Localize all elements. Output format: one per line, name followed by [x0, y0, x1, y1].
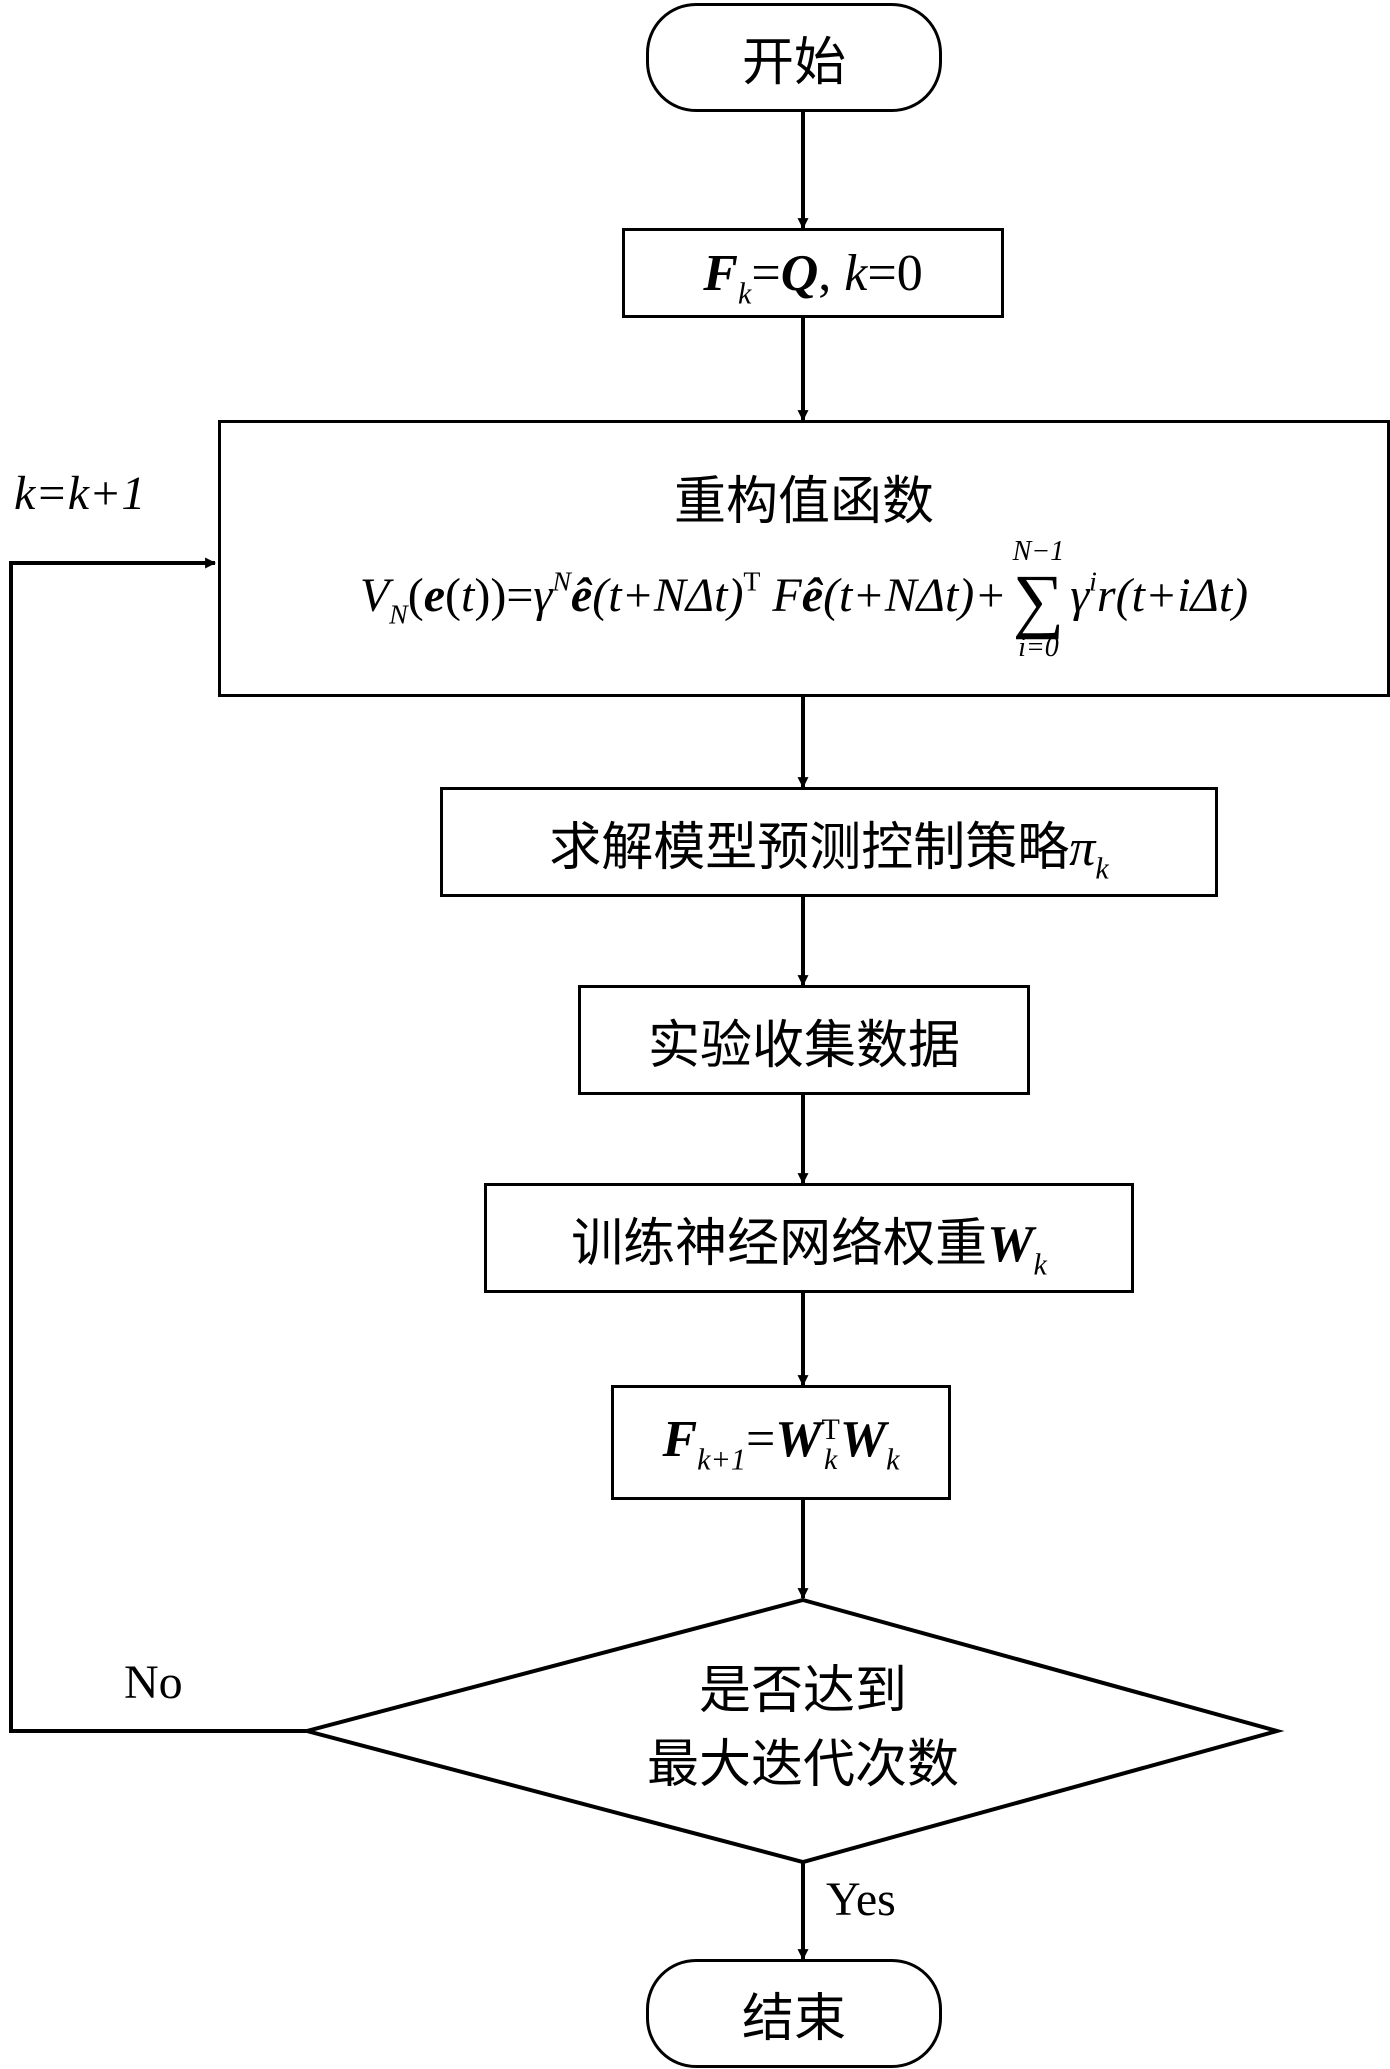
end-terminal: 结束 — [646, 1959, 942, 2068]
reconstruct-box: 重构值函数 VN(e(t))=γNê(t+NΔt)T Fê(t+NΔt)+N−1… — [218, 420, 1390, 697]
start-terminal: 开始 — [646, 3, 942, 112]
no-label: No — [124, 1656, 183, 1709]
decision-line-2: 最大迭代次数 — [646, 1737, 959, 1794]
decision-text: 是否达到 最大迭代次数 — [520, 1655, 1086, 1803]
collect-data-box: 实验收集数据 — [578, 985, 1030, 1095]
collect-data-label: 实验收集数据 — [647, 1017, 960, 1075]
reconstruct-title: 重构值函数 — [673, 474, 934, 531]
train-weights-label: 训练神经网络权重Wk — [571, 1215, 1047, 1282]
loop-back-line — [9, 557, 307, 1733]
solve-mpc-box: 求解模型预测控制策略πk — [440, 787, 1218, 897]
start-label: 开始 — [741, 35, 846, 92]
decision-diamond — [299, 1597, 1285, 1865]
solve-mpc-label: 求解模型预测控制策略πk — [549, 819, 1109, 886]
decision-line-1: 是否达到 — [698, 1663, 907, 1720]
yes-label: Yes — [826, 1873, 896, 1926]
train-weights-box: 训练神经网络权重Wk — [484, 1183, 1134, 1293]
end-label: 结束 — [741, 1991, 846, 2048]
init-formula: Fk=Q, k=0 — [703, 244, 923, 311]
loop-increment-label: k=k+1 — [14, 467, 146, 520]
summation: N−1∑i=0 — [1012, 536, 1065, 664]
init-box: Fk=Q, k=0 — [622, 228, 1004, 318]
